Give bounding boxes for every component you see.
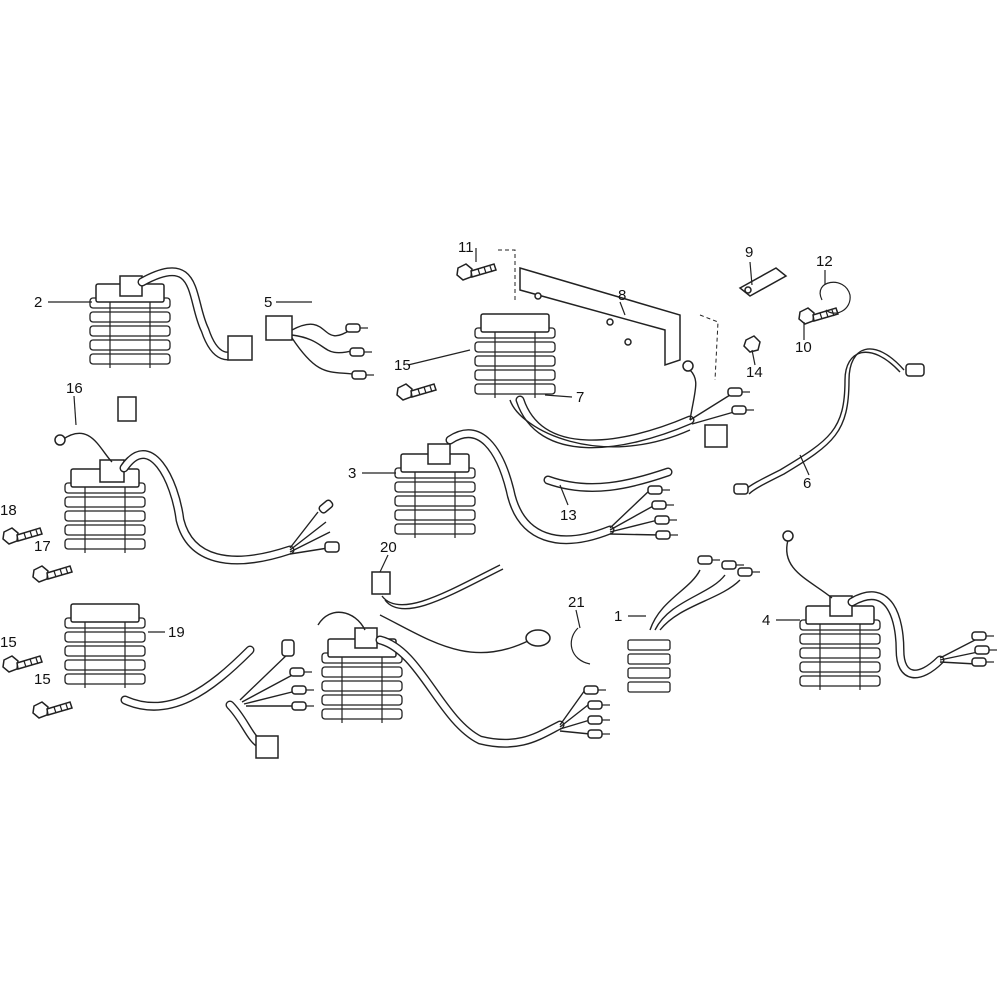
- leader-lines: [48, 248, 826, 633]
- callout-8: 8: [618, 287, 626, 304]
- callout-14: 14: [746, 364, 763, 381]
- callout-11: 11: [458, 239, 474, 256]
- cable-6: [733, 348, 925, 495]
- callout-labels: 1 2 3 4 5 6 7 8 9 10 11 12 13 14 15 15 1…: [0, 239, 833, 688]
- regulator-2: [89, 267, 375, 380]
- callout-3: 3: [348, 465, 356, 482]
- callout-13: 13: [560, 507, 577, 524]
- regulator-7-bracket-assembly: [396, 249, 761, 492]
- regulator-4-assembly: [782, 530, 998, 691]
- clip-21: [570, 627, 591, 665]
- callout-6: 6: [803, 475, 811, 492]
- callout-15-bottom: 15: [34, 671, 51, 688]
- callout-9: 9: [745, 244, 753, 261]
- clip-and-stay-parts: [738, 267, 851, 325]
- callout-2: 2: [34, 294, 42, 311]
- callout-4: 4: [762, 612, 770, 629]
- callout-19: 19: [168, 624, 185, 641]
- callout-17: 17: [34, 538, 51, 555]
- callout-16: 16: [66, 380, 83, 397]
- regulator-20-assembly: [317, 564, 611, 748]
- callout-21: 21: [568, 594, 585, 611]
- callout-18: 18: [0, 502, 17, 519]
- regulator-16-assembly: [2, 396, 340, 583]
- callout-15-left: 15: [0, 634, 17, 651]
- callout-1: 1: [614, 608, 622, 625]
- callout-20: 20: [380, 539, 397, 556]
- callout-15-top: 15: [394, 357, 411, 374]
- regulator-19-assembly: [2, 603, 315, 759]
- callout-5: 5: [264, 294, 272, 311]
- callout-7: 7: [576, 389, 584, 406]
- callout-10: 10: [795, 339, 812, 356]
- regulator-3-assembly: [394, 429, 679, 545]
- regulator-1: [627, 555, 761, 693]
- callout-12: 12: [816, 253, 833, 270]
